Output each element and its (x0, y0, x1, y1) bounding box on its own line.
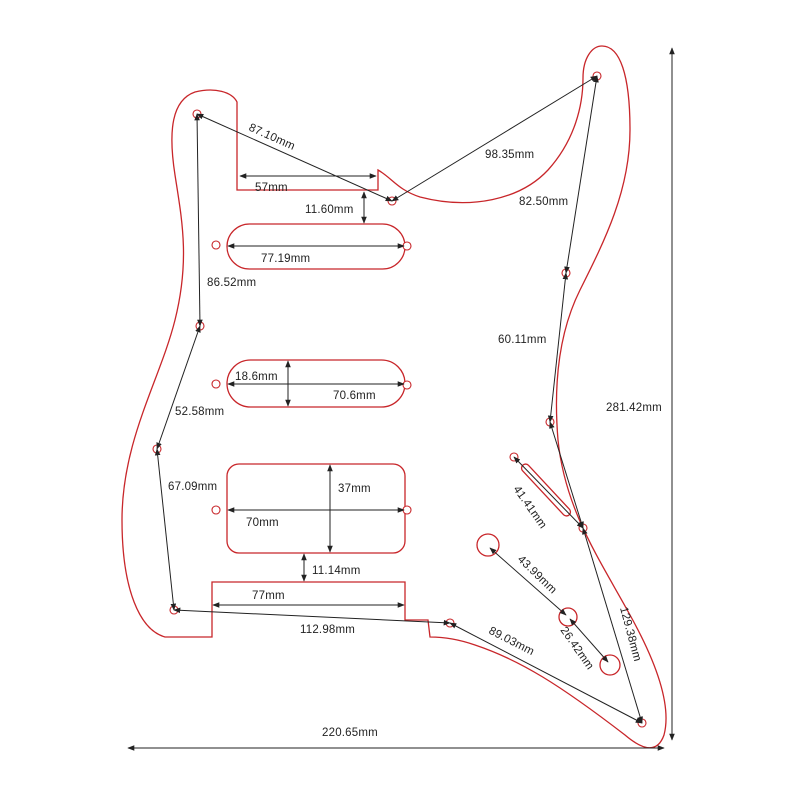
neck-pickup-width-label: 77.19mm (261, 253, 310, 265)
overall-height-label: 281.42mm (606, 402, 662, 414)
bottom-notch-width-label: 77mm (252, 590, 285, 602)
left-upper-span-label: 86.52mm (207, 277, 256, 289)
knob-spacing-1-label: 43.99mm (515, 554, 559, 597)
bottom-right-span-label: 89.03mm (487, 625, 536, 658)
mid-pickup-width-label: 70.6mm (333, 390, 376, 402)
notch-gap-label: 11.60mm (305, 204, 353, 216)
humbucker-gap-label: 11.14mm (312, 565, 360, 577)
pickguard-outline (121, 45, 667, 749)
right-mid-span-label: 60.11mm (498, 334, 546, 346)
bottom-span-label: 112.98mm (300, 624, 355, 636)
top-hole-to-mid-label: 87.10mm (247, 122, 297, 153)
notch-width-label: 57mm (255, 182, 288, 194)
left-mid-span-label: 52.58mm (175, 406, 224, 418)
humbucker-width-label: 70mm (246, 517, 279, 529)
dimension-lines (154, 75, 643, 724)
knob-spacing-2-label: 26.42mm (558, 625, 596, 672)
humbucker-route (226, 463, 406, 554)
humbucker-height-label: 37mm (338, 483, 371, 495)
switch-slot-label: 41.41mm (511, 484, 549, 531)
horn-to-right-mid-label: 82.50mm (519, 196, 568, 208)
volume-knob-hole (476, 533, 500, 557)
overall-width-label: 220.65mm (322, 727, 378, 739)
horn-to-mid-label: 98.35mm (485, 149, 534, 161)
left-lower-span-label: 67.09mm (168, 481, 217, 493)
tone-knob-hole-2 (599, 654, 621, 676)
mid-pickup-height-label: 18.6mm (235, 371, 278, 383)
